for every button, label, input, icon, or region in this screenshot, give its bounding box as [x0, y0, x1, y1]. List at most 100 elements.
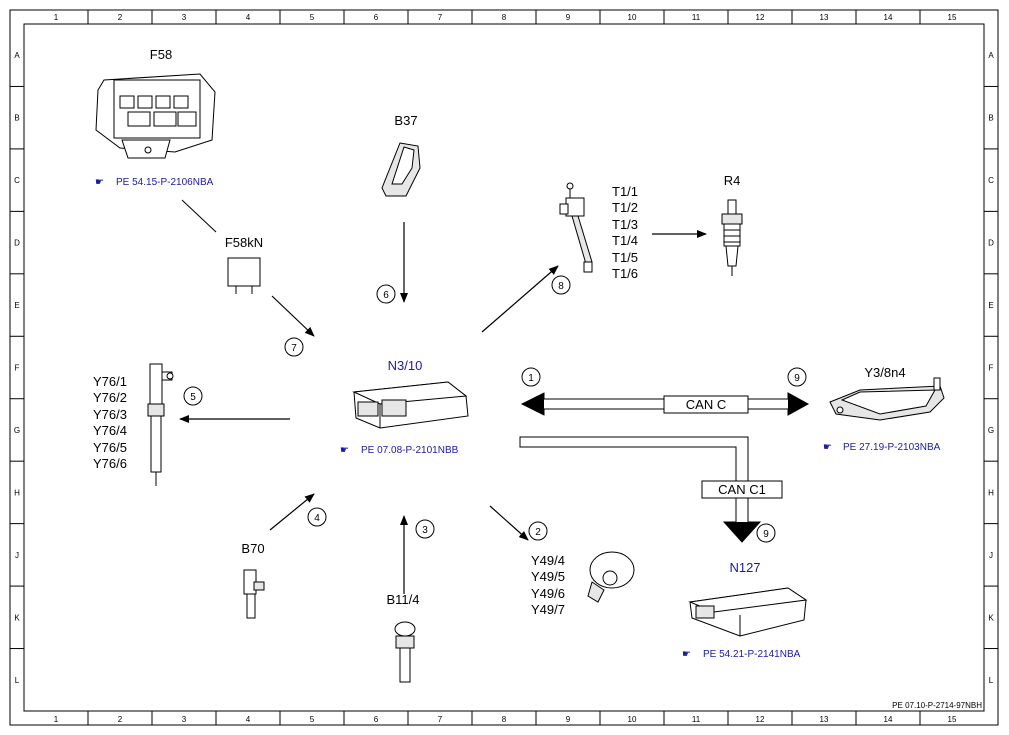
r4-label: R4 — [724, 173, 741, 188]
grid-row-label: J — [989, 551, 993, 560]
t1-labels: T1/1 T1/2 T1/3 T1/4 T1/5 T1/6 — [612, 184, 638, 281]
svg-text:5: 5 — [190, 392, 196, 403]
y49-label: Y49/7 — [531, 602, 565, 617]
callout-5: 5 — [183, 386, 203, 406]
f58-fuse-box-icon — [95, 73, 216, 159]
n310-control-unit-icon — [352, 381, 469, 429]
pointing-hand-icon: ☛ — [823, 442, 832, 453]
arrow-f58kn-to-n310 — [271, 295, 315, 337]
callout-6: 6 — [376, 284, 396, 304]
y49-labels: Y49/4 Y49/5 Y49/6 Y49/7 — [531, 553, 565, 617]
grid-row-label: D — [988, 239, 994, 248]
b37-pedal-sensor-icon — [381, 142, 421, 197]
grid-column-label: 2 — [118, 13, 123, 22]
svg-text:2: 2 — [535, 527, 541, 538]
arrow-b70-to-n310 — [269, 493, 315, 531]
grid-row-label: C — [988, 176, 994, 185]
y49-camshaft-solenoid-icon — [587, 551, 635, 603]
grid-column-label: 6 — [374, 13, 379, 22]
grid-row-label: D — [14, 239, 20, 248]
svg-text:8: 8 — [558, 281, 564, 292]
y76-labels: Y76/1 Y76/2 Y76/3 Y76/4 Y76/5 Y76/6 — [93, 374, 127, 471]
grid-column-label: 11 — [692, 13, 701, 22]
grid-row-label: K — [14, 613, 20, 622]
grid-column-label: 3 — [182, 715, 187, 724]
f58-connector-line — [181, 199, 217, 233]
t1-label: T1/2 — [612, 200, 638, 215]
t1-label: T1/6 — [612, 266, 638, 281]
drawing-frame — [9, 9, 999, 726]
callout-9: 9 — [787, 367, 807, 387]
n310-reference: PE 07.08-P-2101NBB — [361, 445, 459, 456]
grid-column-label: 9 — [566, 715, 571, 724]
grid-column-label: 8 — [502, 13, 507, 22]
grid-column-label: 8 — [502, 715, 507, 724]
t1-label: T1/4 — [612, 233, 638, 248]
f58-label: F58 — [150, 47, 172, 62]
grid-column-label: 14 — [884, 715, 893, 724]
document-reference-footer: PE 07.10-P-2714-97NBH — [892, 701, 982, 710]
n127-label: N127 — [729, 560, 760, 575]
grid-row-label: L — [15, 676, 20, 685]
grid-column-label: 10 — [628, 715, 637, 724]
n310-reference-link[interactable]: ☛ PE 07.08-P-2101NBB — [340, 445, 459, 456]
grid-column-label: 3 — [182, 13, 187, 22]
f58-reference-link[interactable]: ☛ PE 54.15-P-2106NBA — [95, 177, 214, 188]
pointing-hand-icon: ☛ — [95, 177, 104, 188]
n127-reference: PE 54.21-P-2141NBA — [703, 649, 801, 660]
can-c1-bus: CAN C1 — [519, 436, 783, 543]
grid-row-label: F — [989, 364, 994, 373]
grid-column-label: 14 — [884, 13, 893, 22]
n310-label: N3/10 — [388, 358, 423, 373]
can-c-label: CAN C — [686, 397, 726, 412]
grid-row-label: E — [14, 301, 19, 310]
grid-column-label: 13 — [820, 715, 829, 724]
grid-row-label: F — [15, 364, 20, 373]
y76-label: Y76/3 — [93, 407, 127, 422]
can-c-bus: CAN C — [520, 392, 810, 416]
grid-column-label: 5 — [310, 715, 315, 724]
f58-reference: PE 54.15-P-2106NBA — [116, 177, 214, 188]
b70-crankshaft-sensor-icon — [243, 569, 265, 619]
grid-column-label: 11 — [692, 715, 701, 724]
b114-coolant-sensor-icon — [394, 621, 416, 683]
grid-column-label: 4 — [246, 715, 251, 724]
grid-column-label: 7 — [438, 13, 443, 22]
grid-row-label: C — [14, 176, 20, 185]
svg-text:3: 3 — [422, 525, 428, 536]
y38n4-reference: PE 27.19-P-2103NBA — [843, 442, 941, 453]
y38n4-reference-link[interactable]: ☛ PE 27.19-P-2103NBA — [823, 442, 941, 453]
grid-reference: 1122334455667788991010111112121313141415… — [10, 10, 998, 725]
grid-column-label: 12 — [756, 715, 765, 724]
callout-8: 8 — [551, 275, 571, 295]
pointing-hand-icon: ☛ — [340, 445, 349, 456]
svg-text:9: 9 — [794, 373, 800, 384]
t1-label: T1/3 — [612, 217, 638, 232]
b37-label: B37 — [394, 113, 417, 128]
grid-column-label: 2 — [118, 715, 123, 724]
grid-row-label: A — [14, 51, 20, 60]
n127-control-unit-icon — [688, 587, 808, 637]
f58kn-relay-icon — [227, 257, 261, 294]
grid-row-label: A — [988, 51, 994, 60]
grid-column-label: 15 — [948, 715, 957, 724]
arrow-n310-to-t1 — [481, 265, 559, 333]
f58kn-label: F58kN — [225, 235, 263, 250]
n127-reference-link[interactable]: ☛ PE 54.21-P-2141NBA — [682, 649, 801, 660]
y76-injector-icon — [147, 363, 174, 486]
grid-row-label: G — [14, 426, 20, 435]
y76-label: Y76/4 — [93, 423, 127, 438]
callout-3: 3 — [415, 519, 435, 539]
y76-label: Y76/6 — [93, 456, 127, 471]
svg-text:9: 9 — [763, 529, 769, 540]
grid-column-label: 1 — [54, 715, 59, 724]
y38n4-transmission-control-icon — [829, 377, 945, 421]
svg-text:4: 4 — [314, 513, 320, 524]
callout-4: 4 — [307, 507, 327, 527]
r4-glow-plug-icon — [721, 199, 743, 276]
y76-label: Y76/5 — [93, 440, 127, 455]
grid-column-label: 1 — [54, 13, 59, 22]
can-c1-label: CAN C1 — [718, 482, 766, 497]
b70-label: B70 — [241, 541, 264, 556]
y49-label: Y49/6 — [531, 586, 565, 601]
